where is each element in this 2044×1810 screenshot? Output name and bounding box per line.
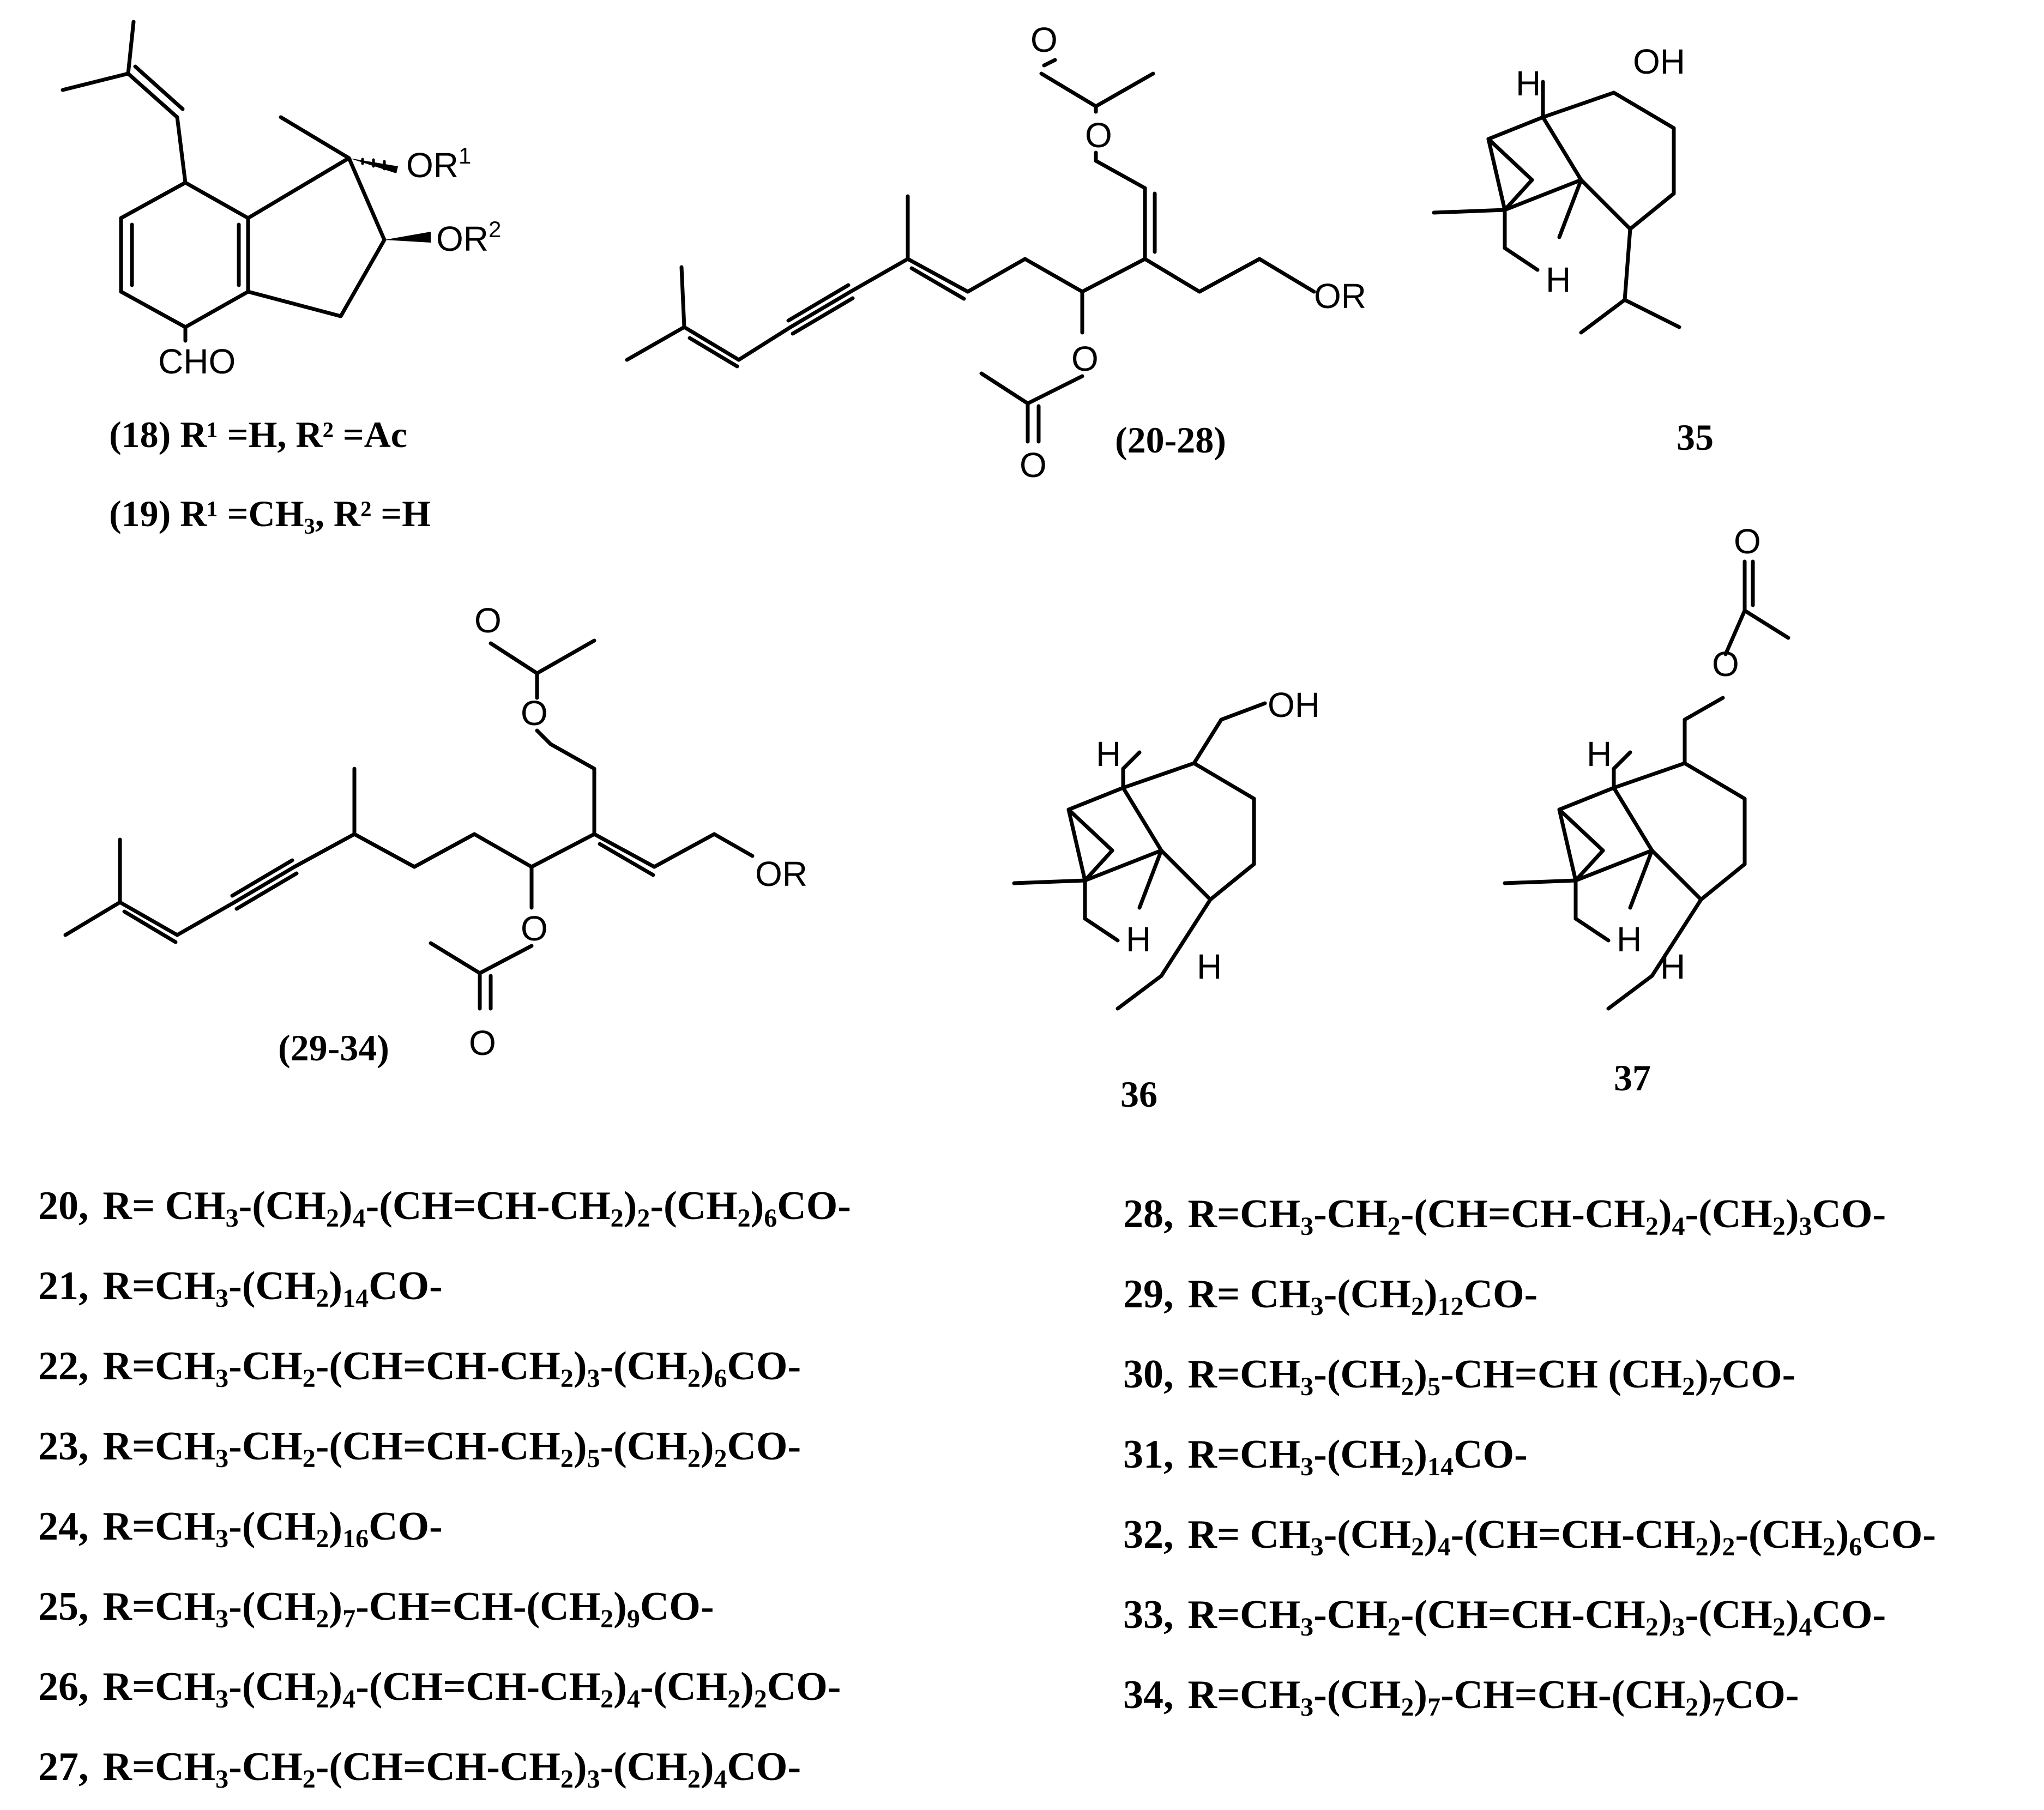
structure-20-28 <box>625 58 1316 444</box>
r-group-item: 20, R= CH3-(CH2)4-(CH=CH-CH2)2-(CH2)6CO- <box>38 1184 851 1233</box>
r-group-formula: R= CH3-(CH2)12CO- <box>1187 1272 1538 1321</box>
atom-o-ester: O <box>1712 644 1739 684</box>
compound-number: 26, <box>38 1664 89 1709</box>
compound-number: 21, <box>38 1264 89 1308</box>
compound-number: 32, <box>1123 1512 1174 1557</box>
atom-or: OR <box>755 854 807 894</box>
r-group-item: 30, R=CH3-(CH2)5-CH=CH (CH2)7CO- <box>1123 1352 1796 1401</box>
compound-number: 24, <box>38 1504 89 1549</box>
label-18: (18) R¹ =H, R² =Ac <box>109 414 407 455</box>
structure-29-34 <box>63 638 755 1011</box>
r-group-item: 24, R=CH3-(CH2)16CO- <box>38 1504 443 1553</box>
r-group-formula: R=CH3-CH2-(CH=CH-CH2)3-(CH2)4CO- <box>1187 1592 1886 1642</box>
compound-number: 20, <box>38 1184 89 1228</box>
atom-h-top: H <box>1516 64 1541 103</box>
r-group-item: 21, R=CH3-(CH2)14CO- <box>38 1264 443 1313</box>
atom-oh: OH <box>1268 685 1320 725</box>
r-group-item: 29, R= CH3-(CH2)12CO- <box>1123 1272 1538 1321</box>
structure-37 <box>1503 559 1790 1011</box>
atom-o-carbonyl-bottom: O <box>1020 445 1047 485</box>
label-35: 35 <box>1677 417 1714 458</box>
label-29-34: (29-34) <box>278 1027 389 1069</box>
atom-o-carbonyl: O <box>1734 522 1761 561</box>
r-group-formula: R=CH3-(CH2)14CO- <box>102 1264 443 1313</box>
atom-h-bottom: H <box>1546 260 1571 299</box>
atom-or1: OR1 <box>406 143 471 185</box>
label-19: (19) R¹ =CH₃, R² =H <box>109 493 431 534</box>
atom-or2: OR2 <box>436 216 501 258</box>
r-group-formula: R=CH3-(CH2)14CO- <box>1187 1432 1528 1481</box>
r-group-item: 34, R=CH3-(CH2)7-CH=CH-(CH2)7CO- <box>1123 1673 1799 1722</box>
atom-cho: CHO <box>158 342 236 381</box>
atom-o-carbonyl-bottom: O <box>469 1023 496 1063</box>
atom-or: OR <box>1314 276 1366 316</box>
atom-h-top: H <box>1096 734 1121 774</box>
compound-number: 27, <box>38 1745 89 1789</box>
r-group-formula: R=CH3-(CH2)4-(CH=CH-CH2)4-(CH2)2CO- <box>102 1664 841 1714</box>
r-group-formula: R= CH3-(CH2)4-(CH=CH-CH2)2-(CH2)6CO- <box>1187 1512 1936 1561</box>
atom-h-bottom: H <box>1660 947 1685 986</box>
r-group-item: 28, R=CH3-CH2-(CH=CH-CH2)4-(CH2)3CO- <box>1123 1192 1886 1241</box>
label-20-28: (20-28) <box>1115 419 1226 461</box>
r-group-item: 33, R=CH3-CH2-(CH=CH-CH2)3-(CH2)4CO- <box>1123 1592 1886 1642</box>
compound-number: 25, <box>38 1584 89 1629</box>
atom-h-middle: H <box>1126 920 1151 959</box>
r-group-formula: R= CH3-(CH2)4-(CH=CH-CH2)2-(CH2)6CO- <box>102 1184 851 1233</box>
r-group-formula: R=CH3-CH2-(CH=CH-CH2)3-(CH2)4CO- <box>102 1745 801 1794</box>
atom-o-ester-bottom: O <box>521 909 548 948</box>
r-group-formula: R=CH3-CH2-(CH=CH-CH2)4-(CH2)3CO- <box>1187 1192 1886 1241</box>
r-group-item: 31, R=CH3-(CH2)14CO- <box>1123 1432 1528 1481</box>
r-group-item: 22, R=CH3-CH2-(CH=CH-CH2)3-(CH2)6CO- <box>38 1344 801 1393</box>
r-group-formula: R=CH3-(CH2)5-CH=CH (CH2)7CO- <box>1187 1352 1796 1401</box>
structure-18-19 <box>61 20 387 343</box>
r-group-item: 26, R=CH3-(CH2)4-(CH=CH-CH2)4-(CH2)2CO- <box>38 1664 841 1714</box>
atom-o-ester-top: O <box>1085 116 1112 155</box>
atom-oh: OH <box>1633 42 1685 81</box>
atom-h-top: H <box>1587 734 1612 774</box>
compound-number: 29, <box>1123 1272 1174 1317</box>
r-group-formula: R=CH3-(CH2)7-CH=CH-(CH2)9CO- <box>102 1584 714 1633</box>
compound-number: 31, <box>1123 1432 1174 1477</box>
compound-number: 28, <box>1123 1192 1174 1236</box>
compound-number: 30, <box>1123 1352 1174 1397</box>
r-group-item: 32, R= CH3-(CH2)4-(CH=CH-CH2)2-(CH2)6CO- <box>1123 1512 1936 1561</box>
structure-36 <box>1012 701 1267 1011</box>
compound-number: 22, <box>38 1344 89 1389</box>
r-group-formula: R=CH3-(CH2)7-CH=CH-(CH2)7CO- <box>1187 1673 1799 1722</box>
r-group-item: 25, R=CH3-(CH2)7-CH=CH-(CH2)9CO- <box>38 1584 714 1633</box>
r-group-formula: R=CH3-CH2-(CH=CH-CH2)5-(CH2)2CO- <box>102 1424 801 1473</box>
r-group-formula: R=CH3-CH2-(CH=CH-CH2)3-(CH2)6CO- <box>102 1344 801 1393</box>
r-group-item: 27, R=CH3-CH2-(CH=CH-CH2)3-(CH2)4CO- <box>38 1745 801 1794</box>
label-37: 37 <box>1614 1057 1651 1099</box>
r-group-formula: R=CH3-(CH2)16CO- <box>102 1504 443 1553</box>
r-group-item: 23, R=CH3-CH2-(CH=CH-CH2)5-(CH2)2CO- <box>38 1424 801 1473</box>
compound-number: 33, <box>1123 1592 1174 1637</box>
atom-o-ester-bottom: O <box>1071 339 1099 378</box>
structure-35 <box>1432 80 1681 335</box>
atom-h-bottom: H <box>1197 947 1222 986</box>
atom-o-carbonyl-top: O <box>1030 20 1058 59</box>
compound-number: 23, <box>38 1424 89 1469</box>
atom-o-carbonyl-top: O <box>474 601 502 640</box>
label-36: 36 <box>1120 1073 1157 1115</box>
atom-o-ester-top: O <box>521 693 548 733</box>
atom-h-middle: H <box>1617 920 1642 959</box>
compound-number: 34, <box>1123 1673 1174 1717</box>
